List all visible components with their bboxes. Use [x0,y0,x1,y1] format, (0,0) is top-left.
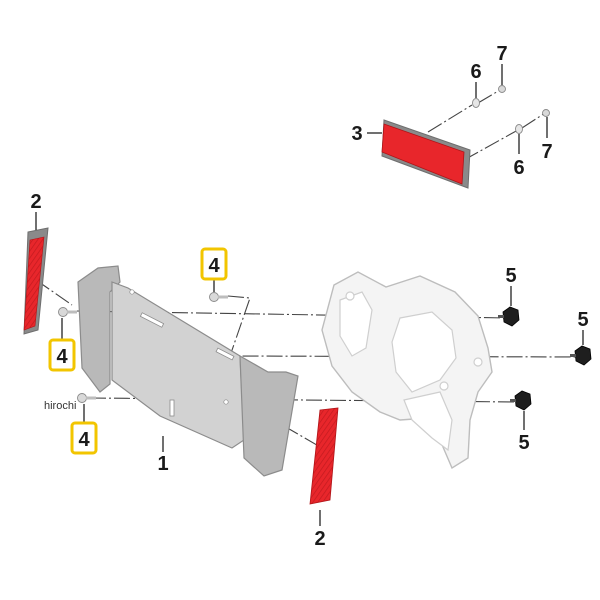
callout-screw-middle: 4 [56,346,68,368]
callout-nut-top: 5 [505,265,516,287]
nut-bottom-body [514,390,532,411]
highlight-box-middle [48,338,76,372]
mounting-bracket [321,271,493,470]
nut-bottom-stud [510,399,516,402]
nut-right-body [574,345,592,366]
nut-top-body [502,306,520,327]
bracket-hole-3 [473,357,483,367]
highlight-box-top [200,247,228,281]
nut-small-lower [542,109,550,117]
callout-nut-small-lower: 7 [541,141,552,163]
callout-nut-bottom: 5 [518,432,529,454]
nut-small-upper [498,85,506,93]
side-reflector-right [309,407,339,505]
plate-slot-3 [169,399,175,417]
axis-washer-lower [521,112,546,129]
leader-lines [35,64,584,526]
screw-bottom [77,393,96,403]
axis-washer-upper [477,89,501,104]
nut-right [570,345,592,366]
rear-reflector [381,119,471,189]
callout-nut-small-upper: 7 [496,43,507,65]
axis-screw-top [227,295,581,358]
nut-top-stud [498,315,504,318]
plate-holder-left-flap [77,265,121,393]
callout-washer-lower: 6 [513,157,524,179]
screw-top-shank [218,295,228,299]
screw-bottom-head [77,393,87,403]
highlight-boxes [48,247,228,455]
bracket-hole-1 [345,291,355,301]
axis-rear-reflector-upper [427,104,473,133]
side-reflector-left-lens [23,236,45,331]
callout-nut-right: 5 [577,309,588,331]
callout-rear-reflector: 3 [351,123,362,145]
side-reflector-left [23,227,49,335]
plate-slot-2 [215,347,235,361]
rear-reflector-lens [381,123,465,185]
bracket-cutout-lower [403,391,453,452]
axis-rear-reflector-lower [463,129,519,161]
screw-middle-shank [67,310,77,314]
callout-screw-top: 4 [208,255,220,277]
bracket-window [391,311,457,393]
callout-screw-bottom: 4 [78,429,90,451]
callout-side-reflector-right: 2 [314,528,325,550]
plate-holder-center-panel [111,281,245,449]
plate-hole-2 [223,399,229,405]
nut-top [498,306,520,327]
nut-right-stud [570,354,576,357]
side-reflector-right-lens [309,407,339,505]
screw-top [209,292,228,302]
washer-lower [515,124,523,134]
bracket-cutout-left [339,291,373,357]
washer-upper [472,98,480,108]
watermark-text: hirochi [44,400,76,412]
bracket-hole-2 [439,381,449,391]
plate-slot-1 [139,312,165,328]
callout-washer-upper: 6 [470,61,481,83]
fasteners [58,85,592,411]
plate-holder [77,265,299,477]
plate-hole-1 [129,289,135,295]
callout-side-reflector-left: 2 [30,191,41,213]
nut-bottom [510,390,532,411]
screw-top-head [209,292,219,302]
screw-middle-head [58,307,68,317]
axis-reflector-right [283,425,323,449]
callout-labels: 2 2 1 3 4 4 4 5 5 5 6 6 7 7 [30,43,588,550]
screw-bottom-shank [86,396,96,400]
callout-plate-holder: 1 [157,453,168,475]
plate-holder-right-flap [239,354,299,477]
highlight-box-bottom [70,421,98,455]
screw-middle [58,307,77,317]
